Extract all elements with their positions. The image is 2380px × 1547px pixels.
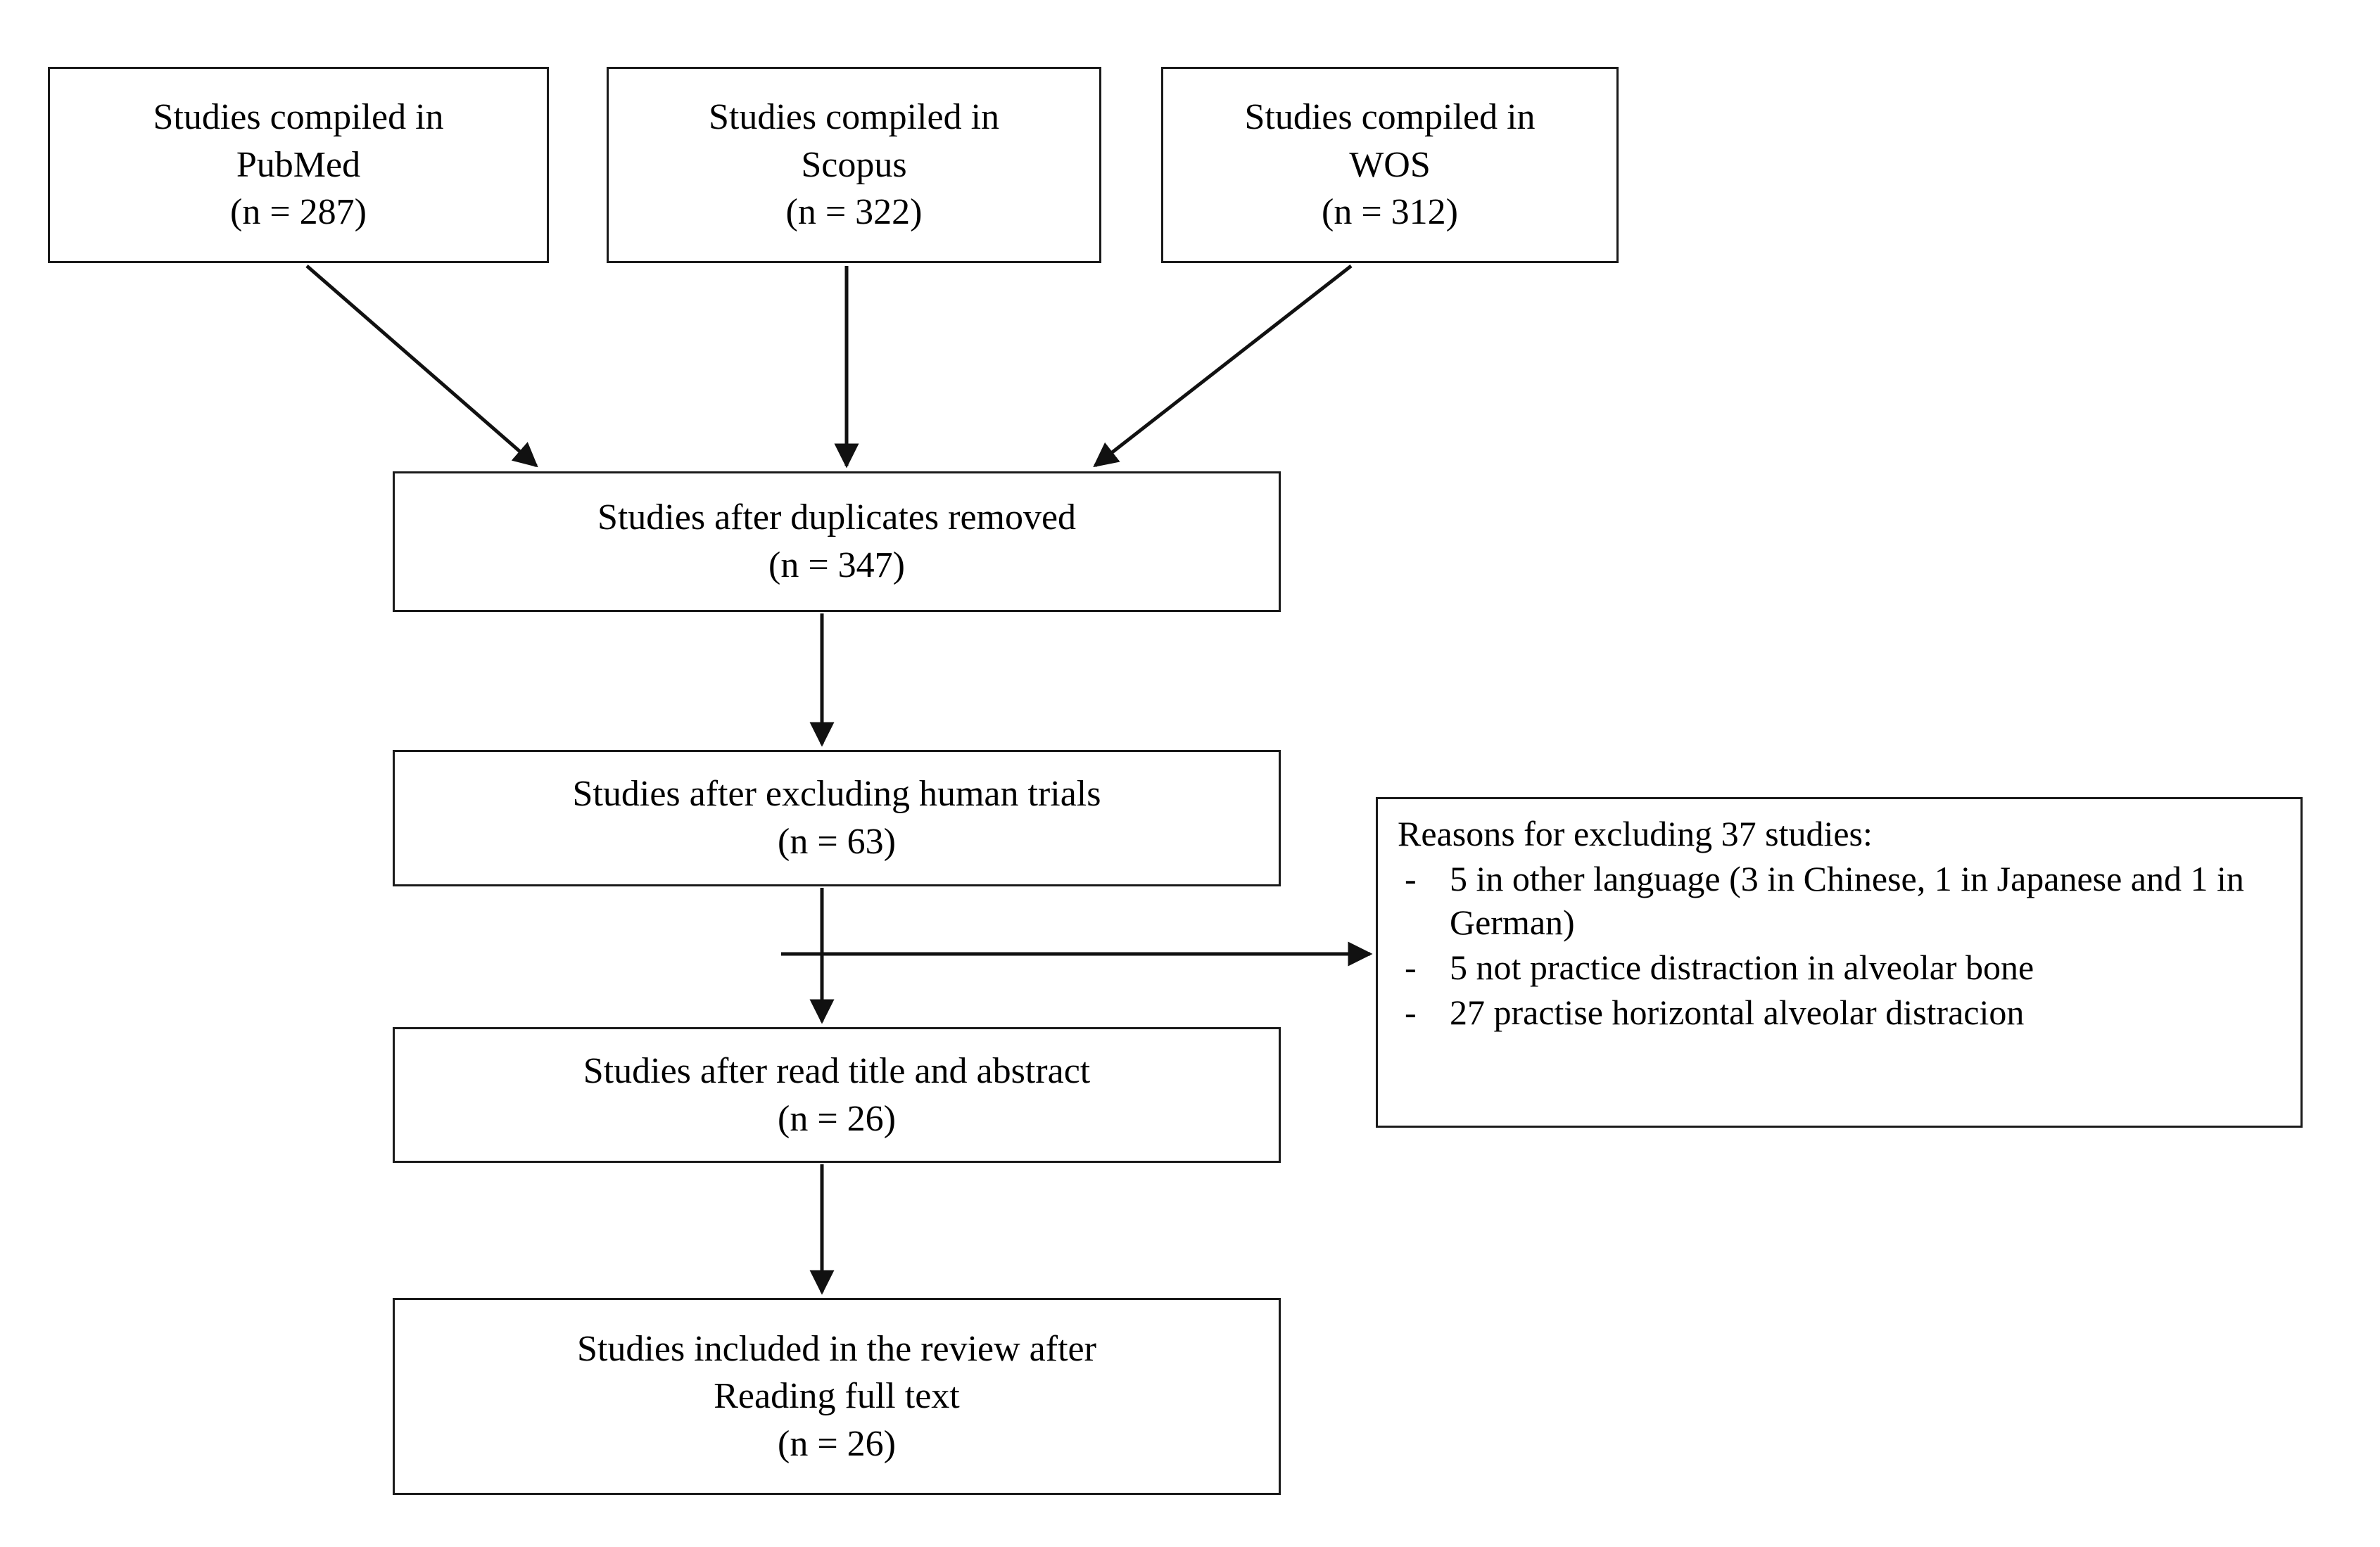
node-reasons-for-exclusion: Reasons for excluding 37 studies: - 5 in… (1376, 797, 2303, 1128)
node-studies-after-duplicates-removed: Studies after duplicates removed (n = 34… (393, 471, 1281, 612)
reasons-list: - 5 in other language (3 in Chinese, 1 i… (1398, 857, 2284, 1034)
connector-wos-to-duplicates (1093, 265, 1353, 468)
reasons-list-item: - 5 in other language (3 in Chinese, 1 i… (1398, 857, 2284, 944)
node-pubmed-count: (n = 287) (230, 192, 367, 233)
reasons-item-text: 27 practise horizontal alveolar distraci… (1450, 993, 2025, 1032)
node-title-abstract-count: (n = 26) (778, 1098, 896, 1139)
node-human-trials-line1: Studies after excluding human trials (572, 774, 1101, 815)
node-title-abstract-line1: Studies after read title and abstract (583, 1050, 1091, 1091)
node-scopus-line2: Scopus (801, 144, 907, 185)
reasons-list-item: - 5 not practice distraction in alveolar… (1398, 946, 2284, 989)
node-studies-after-read-title-and-abstract: Studies after read title and abstract (n… (393, 1027, 1281, 1163)
node-duplicates-line1: Studies after duplicates removed (597, 497, 1077, 538)
connector-pubmed-to-duplicates (305, 265, 538, 468)
node-included-line2: Reading full text (714, 1376, 960, 1417)
node-scopus-count: (n = 322) (785, 192, 923, 233)
node-studies-wos: Studies compiled in WOS (n = 312) (1161, 67, 1619, 263)
node-wos-count: (n = 312) (1322, 192, 1458, 233)
node-studies-pubmed: Studies compiled in PubMed (n = 287) (48, 67, 549, 263)
node-studies-scopus: Studies compiled in Scopus (n = 322) (607, 67, 1101, 263)
node-duplicates-count: (n = 347) (768, 545, 905, 585)
node-human-trials-count: (n = 63) (778, 822, 896, 862)
node-scopus-line1: Studies compiled in (708, 97, 1000, 138)
bullet-dash-icon: - (1405, 859, 1417, 898)
node-wos-line2: WOS (1349, 144, 1431, 185)
reasons-item-text: 5 not practice distraction in alveolar b… (1450, 948, 2034, 987)
node-studies-after-excluding-human-trials: Studies after excluding human trials (n … (393, 750, 1281, 886)
node-pubmed-line2: PubMed (236, 144, 361, 185)
node-studies-included-in-review: Studies included in the review after Rea… (393, 1298, 1281, 1495)
node-wos-line1: Studies compiled in (1244, 97, 1536, 138)
node-included-count: (n = 26) (778, 1423, 896, 1464)
reasons-list-item: - 27 practise horizontal alveolar distra… (1398, 991, 2284, 1034)
bullet-dash-icon: - (1405, 993, 1417, 1032)
node-pubmed-line1: Studies compiled in (153, 97, 444, 138)
reasons-item-text: 5 in other language (3 in Chinese, 1 in … (1450, 859, 2244, 942)
reasons-title: Reasons for excluding 37 studies: (1398, 814, 1873, 853)
node-included-line1: Studies included in the review after (577, 1328, 1096, 1369)
bullet-dash-icon: - (1405, 948, 1417, 987)
